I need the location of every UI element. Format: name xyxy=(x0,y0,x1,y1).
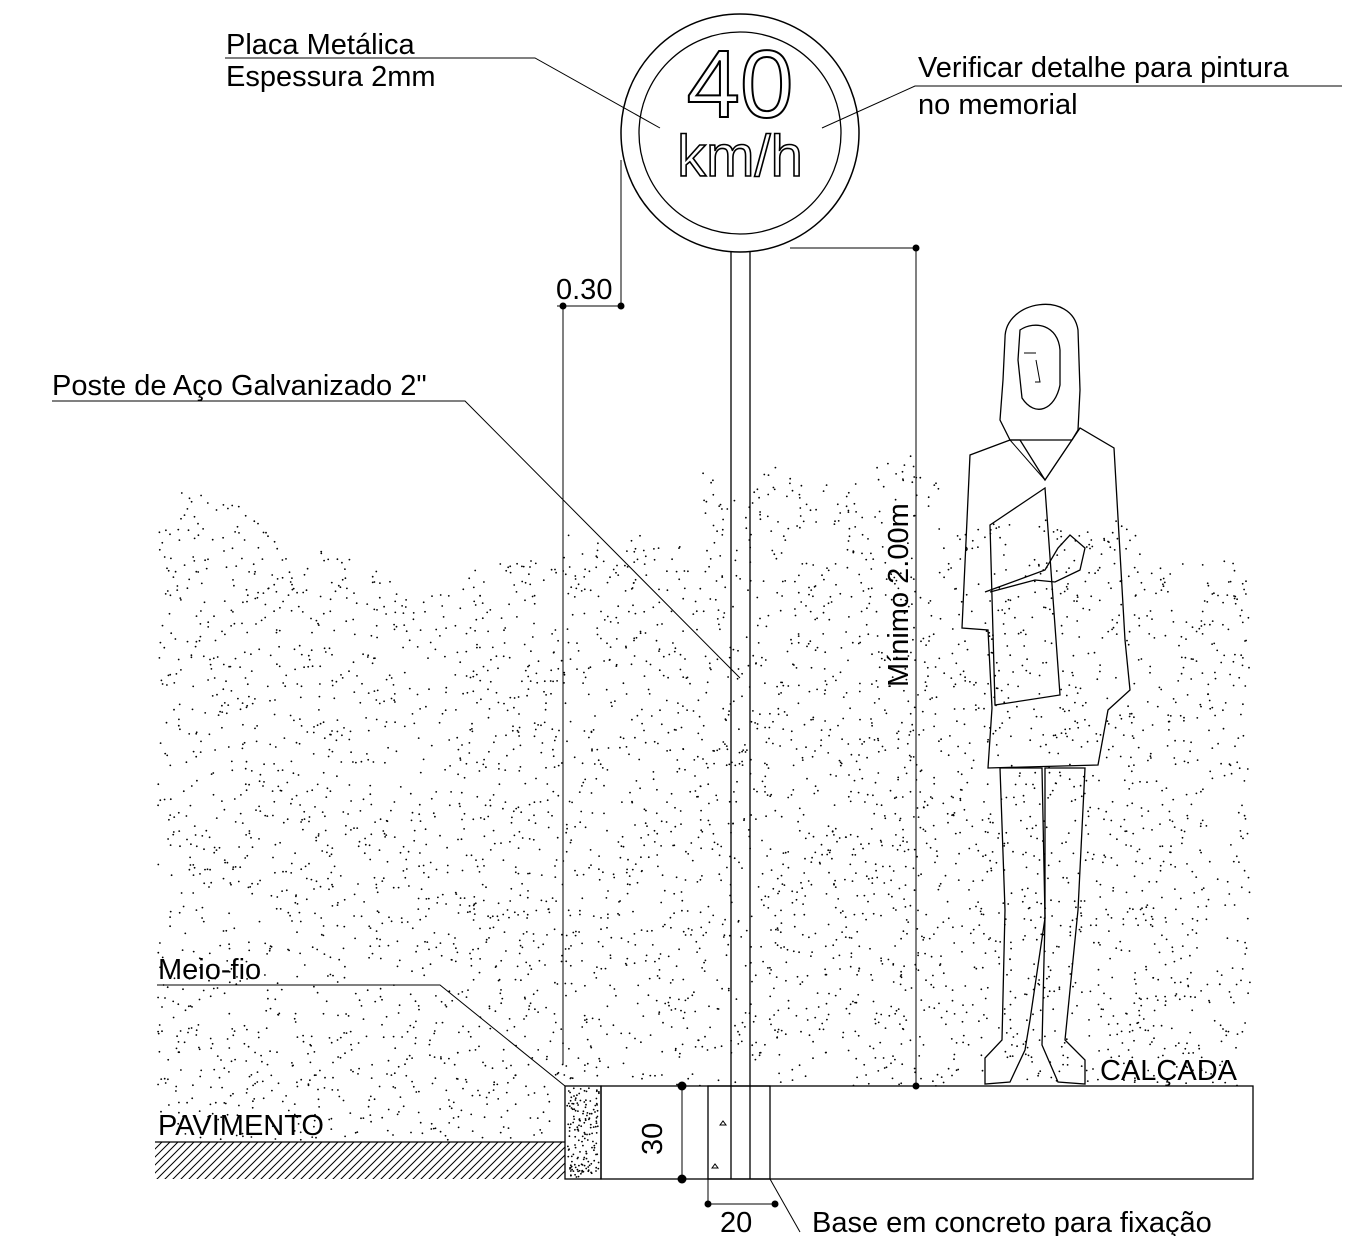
width-dimension: 20 xyxy=(704,1179,779,1236)
depth-value: 30 xyxy=(637,1123,669,1155)
pavement-hatch xyxy=(155,1142,565,1179)
paint-label-line1: Verificar detalhe para pintura xyxy=(918,52,1290,84)
concrete-base xyxy=(707,1085,771,1180)
steel-post xyxy=(730,250,751,1179)
person-silhouette xyxy=(961,303,1131,1085)
height-dimension: Mínimo 2.00m xyxy=(790,244,920,1090)
height-value: Mínimo 2.00m xyxy=(883,503,915,687)
offset-dimension: 0.30 xyxy=(556,160,625,1065)
offset-value: 0.30 xyxy=(556,274,612,306)
post-label: Poste de Aço Galvanizado 2" xyxy=(52,370,427,402)
base-label: Base em concreto para fixação xyxy=(812,1207,1212,1236)
curb-label: Meio-fio xyxy=(158,954,261,986)
speed-limit-sign: 40 km/h xyxy=(620,13,860,253)
curb-stipple xyxy=(566,1087,600,1178)
plate-label-line2: Espessura 2mm xyxy=(226,61,436,93)
plate-label-line1: Placa Metálica xyxy=(226,29,415,61)
depth-dimension: 30 xyxy=(633,1081,687,1184)
pavement-label: PAVIMENTO xyxy=(158,1110,324,1142)
sign-speed-unit: km/h xyxy=(677,124,803,189)
width-value: 20 xyxy=(720,1207,752,1236)
paint-label-line2: no memorial xyxy=(918,89,1078,121)
sidewalk-slab xyxy=(600,1085,1254,1180)
sign-speed-value: 40 xyxy=(687,31,794,138)
sidewalk-label: CALÇADA xyxy=(1100,1055,1238,1087)
background-stipple xyxy=(157,455,1251,1141)
